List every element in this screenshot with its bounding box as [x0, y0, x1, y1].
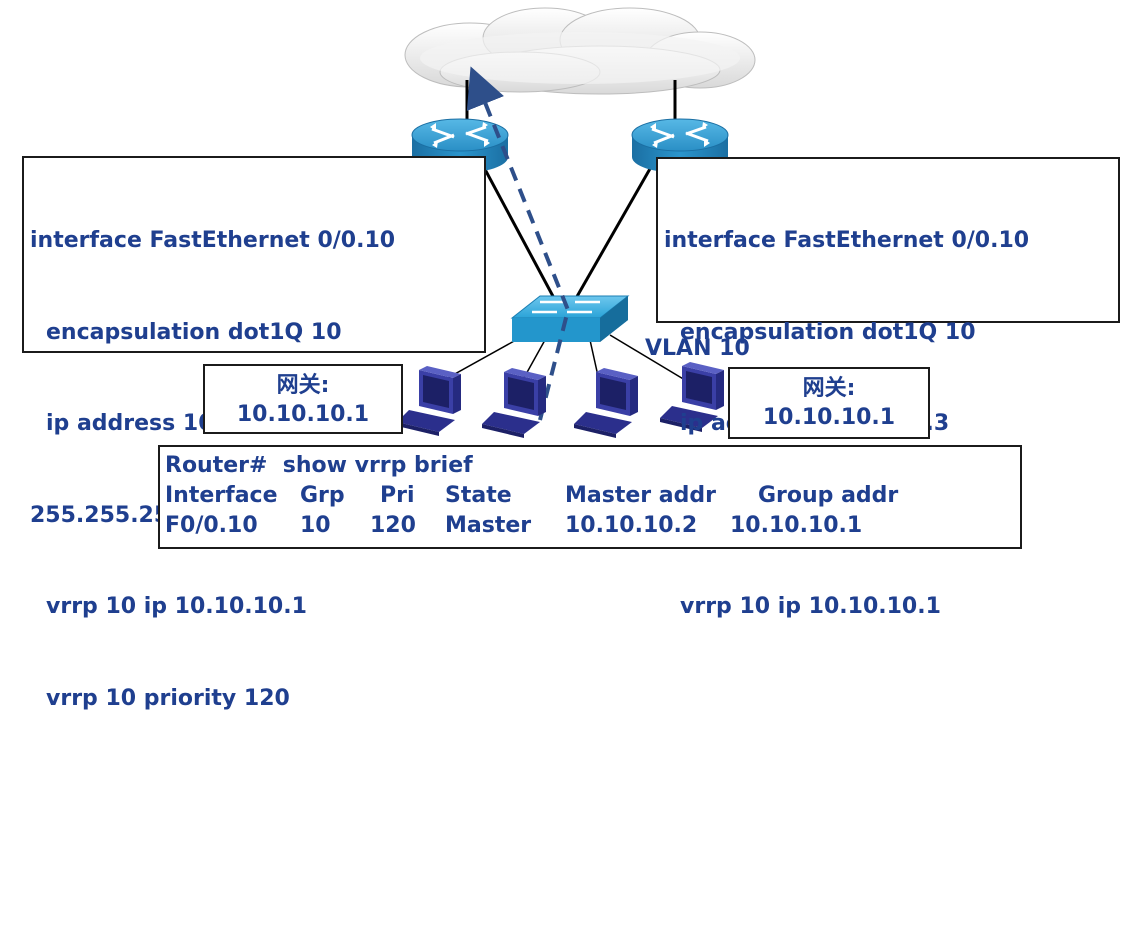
right-router-config: interface FastEthernet 0/0.10 encapsulat… — [656, 157, 1120, 619]
config-line: encapsulation dot1Q 10 — [46, 319, 342, 345]
cli-cell-master-addr: 10.10.10.2 — [565, 513, 698, 538]
gateway-ip: 10.10.10.1 — [762, 405, 896, 430]
config-line: encapsulation dot1Q 10 — [680, 319, 976, 345]
right-router-switch-link — [573, 159, 657, 301]
config-line: vrrp 10 ip 10.10.10.1 — [680, 594, 941, 619]
switch-icon[interactable] — [510, 295, 630, 342]
cli-output: Router# show vrrp brief Interface Grp Pr… — [158, 445, 1022, 549]
gateway-ip: 10.10.10.1 — [236, 402, 370, 427]
cli-cell-interface: F0/0.10 — [165, 513, 258, 538]
cli-header-group-addr: Group addr — [758, 483, 899, 508]
cloud-icon — [404, 7, 756, 95]
cli-header-grp: Grp — [300, 483, 345, 508]
config-line: interface FastEthernet 0/0.10 — [664, 228, 1030, 253]
cli-header-interface: Interface — [165, 483, 278, 508]
cli-header-pri: Pri — [380, 483, 415, 508]
right-gateway-box: 网关: 10.10.10.1 — [728, 367, 930, 439]
vlan-label: VLAN 10 — [645, 336, 750, 361]
cli-cell-grp: 10 — [300, 513, 331, 538]
left-router-config: interface FastEthernet 0/0.10 encapsulat… — [22, 156, 486, 711]
config-line: interface FastEthernet 0/0.10 — [30, 228, 396, 253]
cli-cell-state: Master — [445, 513, 532, 538]
pc-icon[interactable] — [660, 362, 724, 432]
pc-icon[interactable] — [397, 366, 461, 436]
left-gateway-box: 网关: 10.10.10.1 — [203, 364, 403, 434]
config-line: vrrp 10 priority 120 — [46, 685, 290, 711]
gateway-title: 网关: — [802, 376, 856, 401]
cli-command: Router# show vrrp brief — [165, 453, 473, 478]
pc-icon[interactable] — [574, 368, 638, 438]
config-line: vrrp 10 ip 10.10.10.1 — [46, 594, 307, 619]
cli-cell-group-addr: 10.10.10.1 — [730, 513, 863, 538]
cli-header-state: State — [445, 483, 512, 508]
cli-header-master-addr: Master addr — [565, 483, 716, 508]
left-router-switch-link — [478, 159, 557, 301]
gateway-title: 网关: — [276, 373, 330, 398]
pc-icon[interactable] — [482, 368, 546, 438]
cli-cell-pri: 120 — [370, 513, 416, 538]
